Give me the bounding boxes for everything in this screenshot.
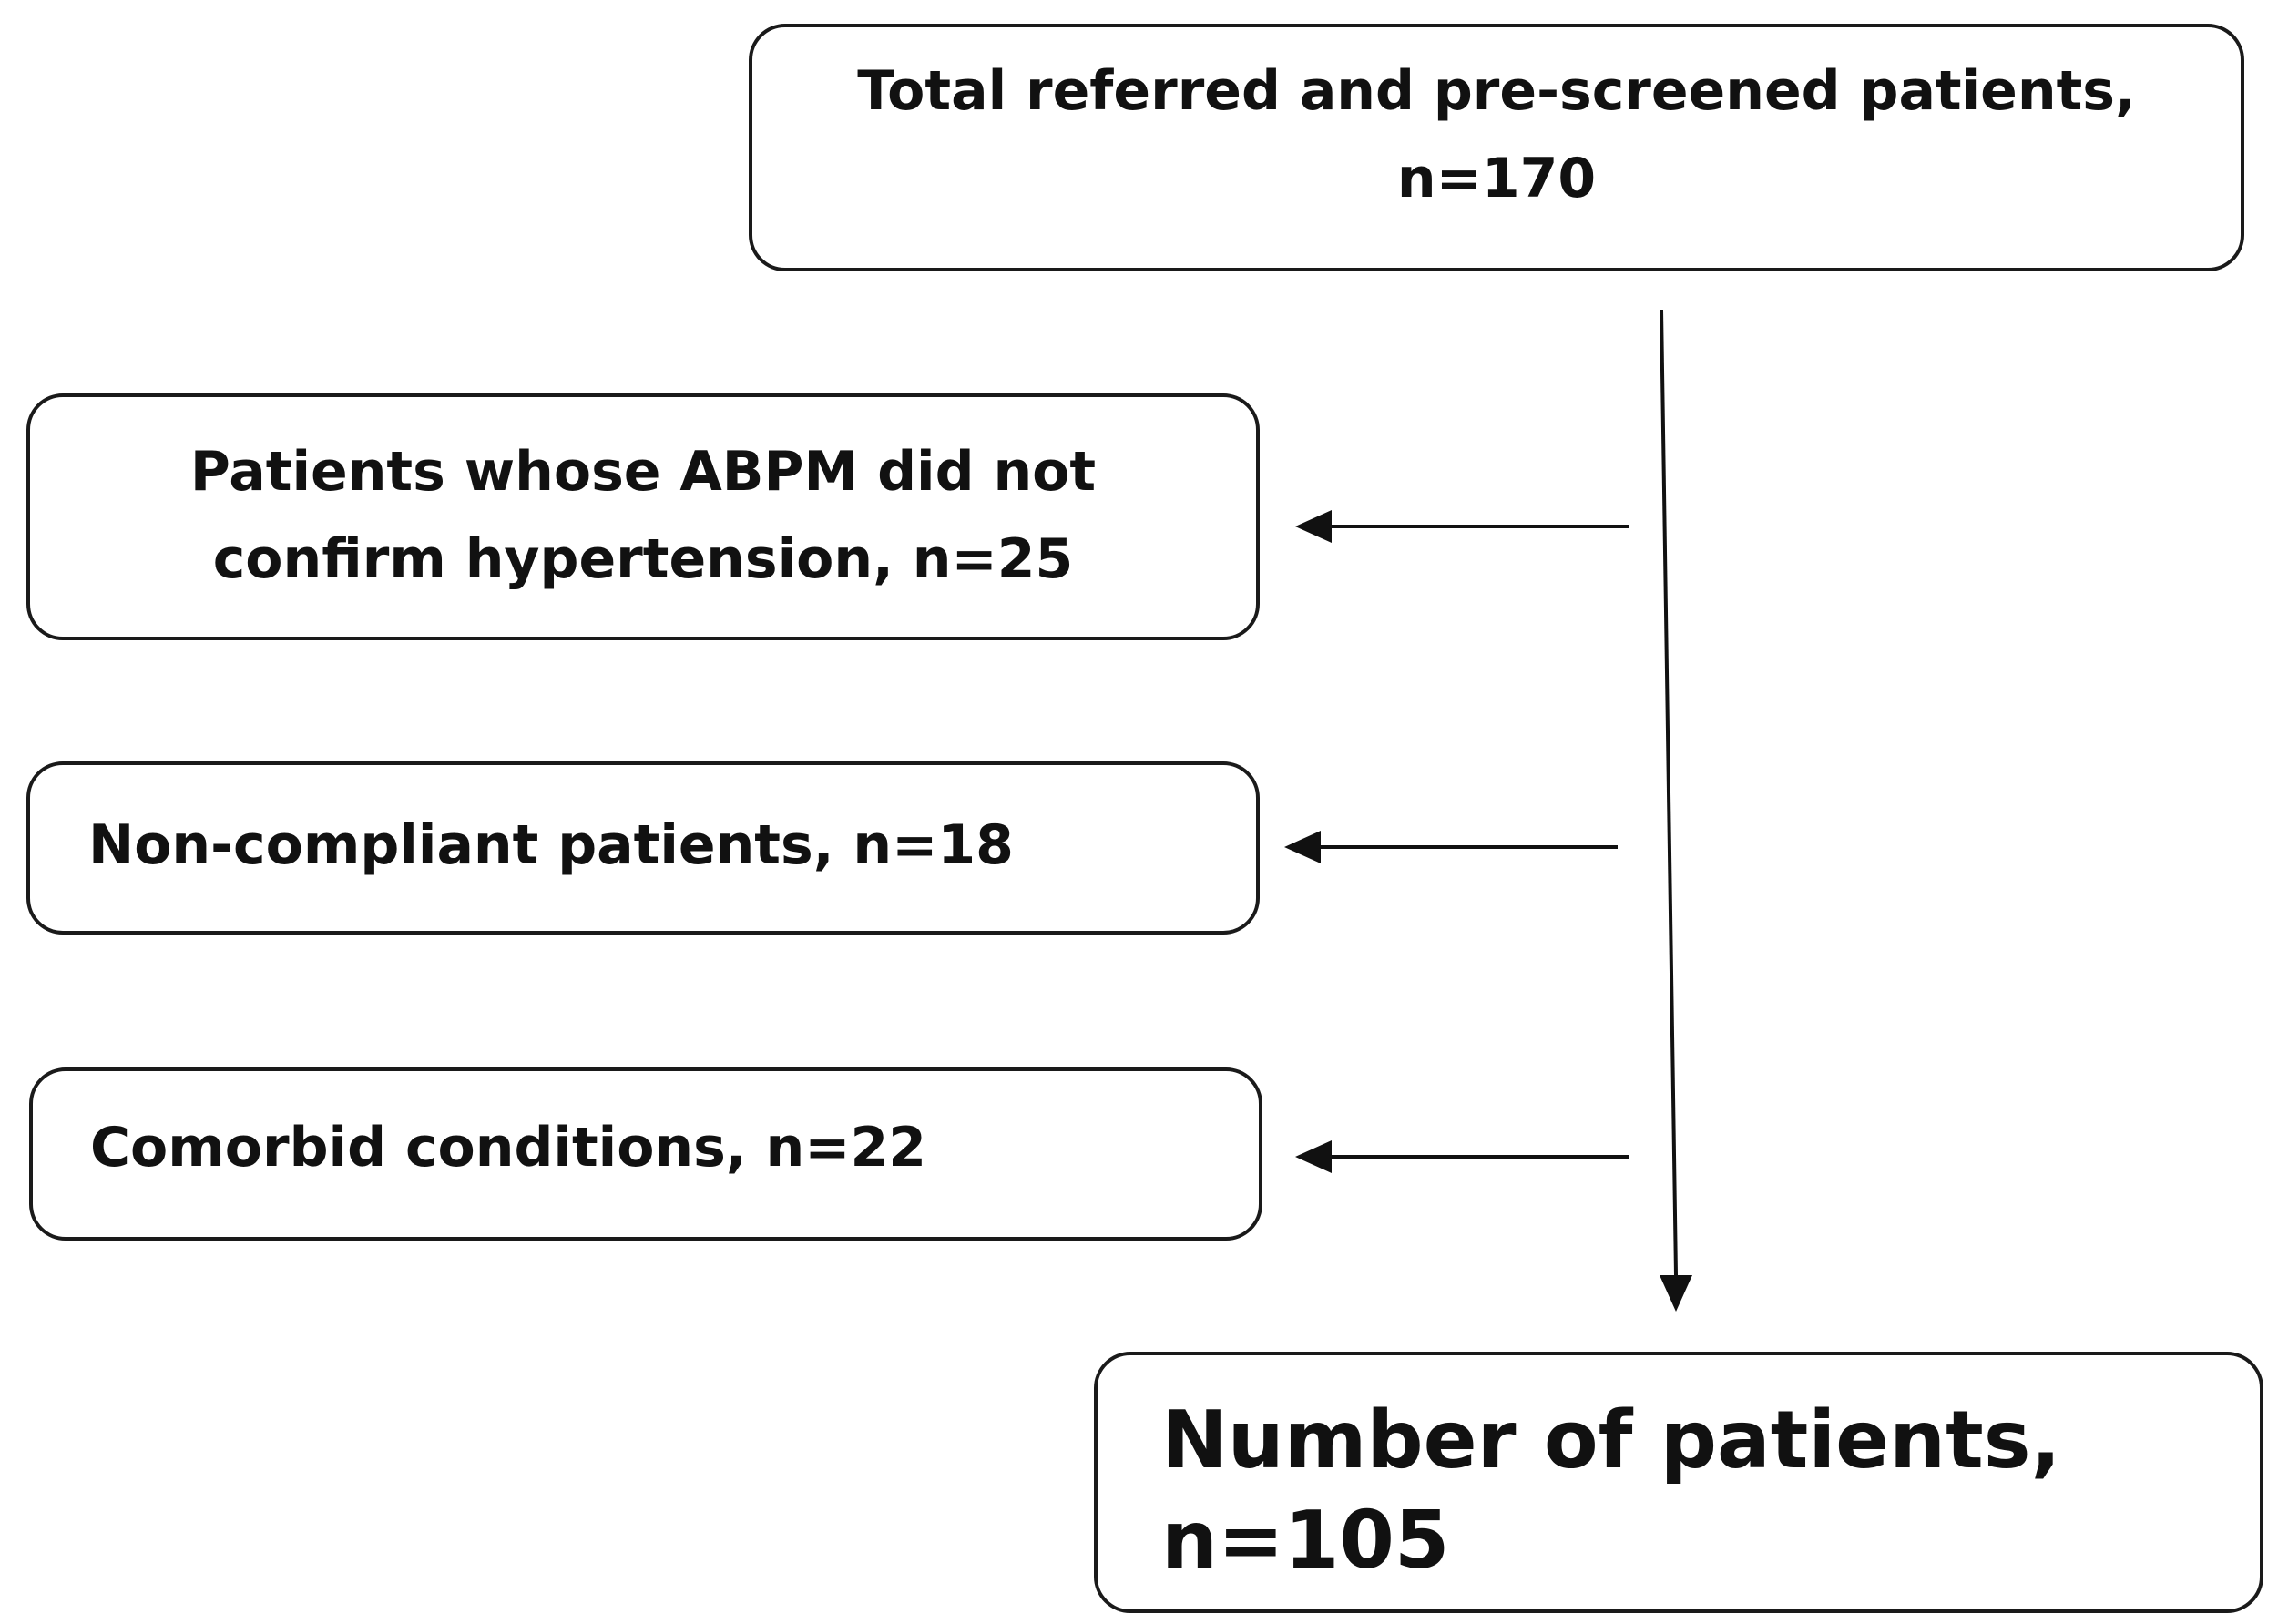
exclusion-box-noncompliant: Non-compliant patients, n=18: [26, 761, 1260, 935]
final-patients-label: Number of patients, n=105: [1161, 1394, 2061, 1587]
total-patients-count: n=170: [1396, 147, 1597, 210]
total-patients-box: Total referred and pre-screened patients…: [749, 24, 2244, 271]
final-patients-box: Number of patients, n=105: [1094, 1352, 2263, 1613]
exclusion-abpm-line2: confirm hypertension, n=25: [212, 527, 1074, 591]
exclusion-arrowhead-noncompliant: [1284, 831, 1321, 863]
total-patients-label: Total referred and pre-screened patients…: [857, 59, 2136, 123]
exclusion-box-abpm: Patients whose ABPM did not confirm hype…: [26, 393, 1260, 640]
exclusion-arrowhead-abpm: [1295, 510, 1332, 543]
main-flow-line: [1660, 309, 1678, 1276]
exclusion-abpm-line1: Patients whose ABPM did not: [189, 440, 1097, 504]
exclusion-arrowhead-comorbid: [1295, 1140, 1332, 1173]
main-flow-arrowhead: [1660, 1275, 1692, 1312]
exclusion-noncompliant-label: Non-compliant patients, n=18: [88, 813, 1014, 877]
exclusion-box-comorbid: Comorbid conditions, n=22: [29, 1067, 1262, 1241]
exclusion-comorbid-label: Comorbid conditions, n=22: [90, 1116, 927, 1180]
